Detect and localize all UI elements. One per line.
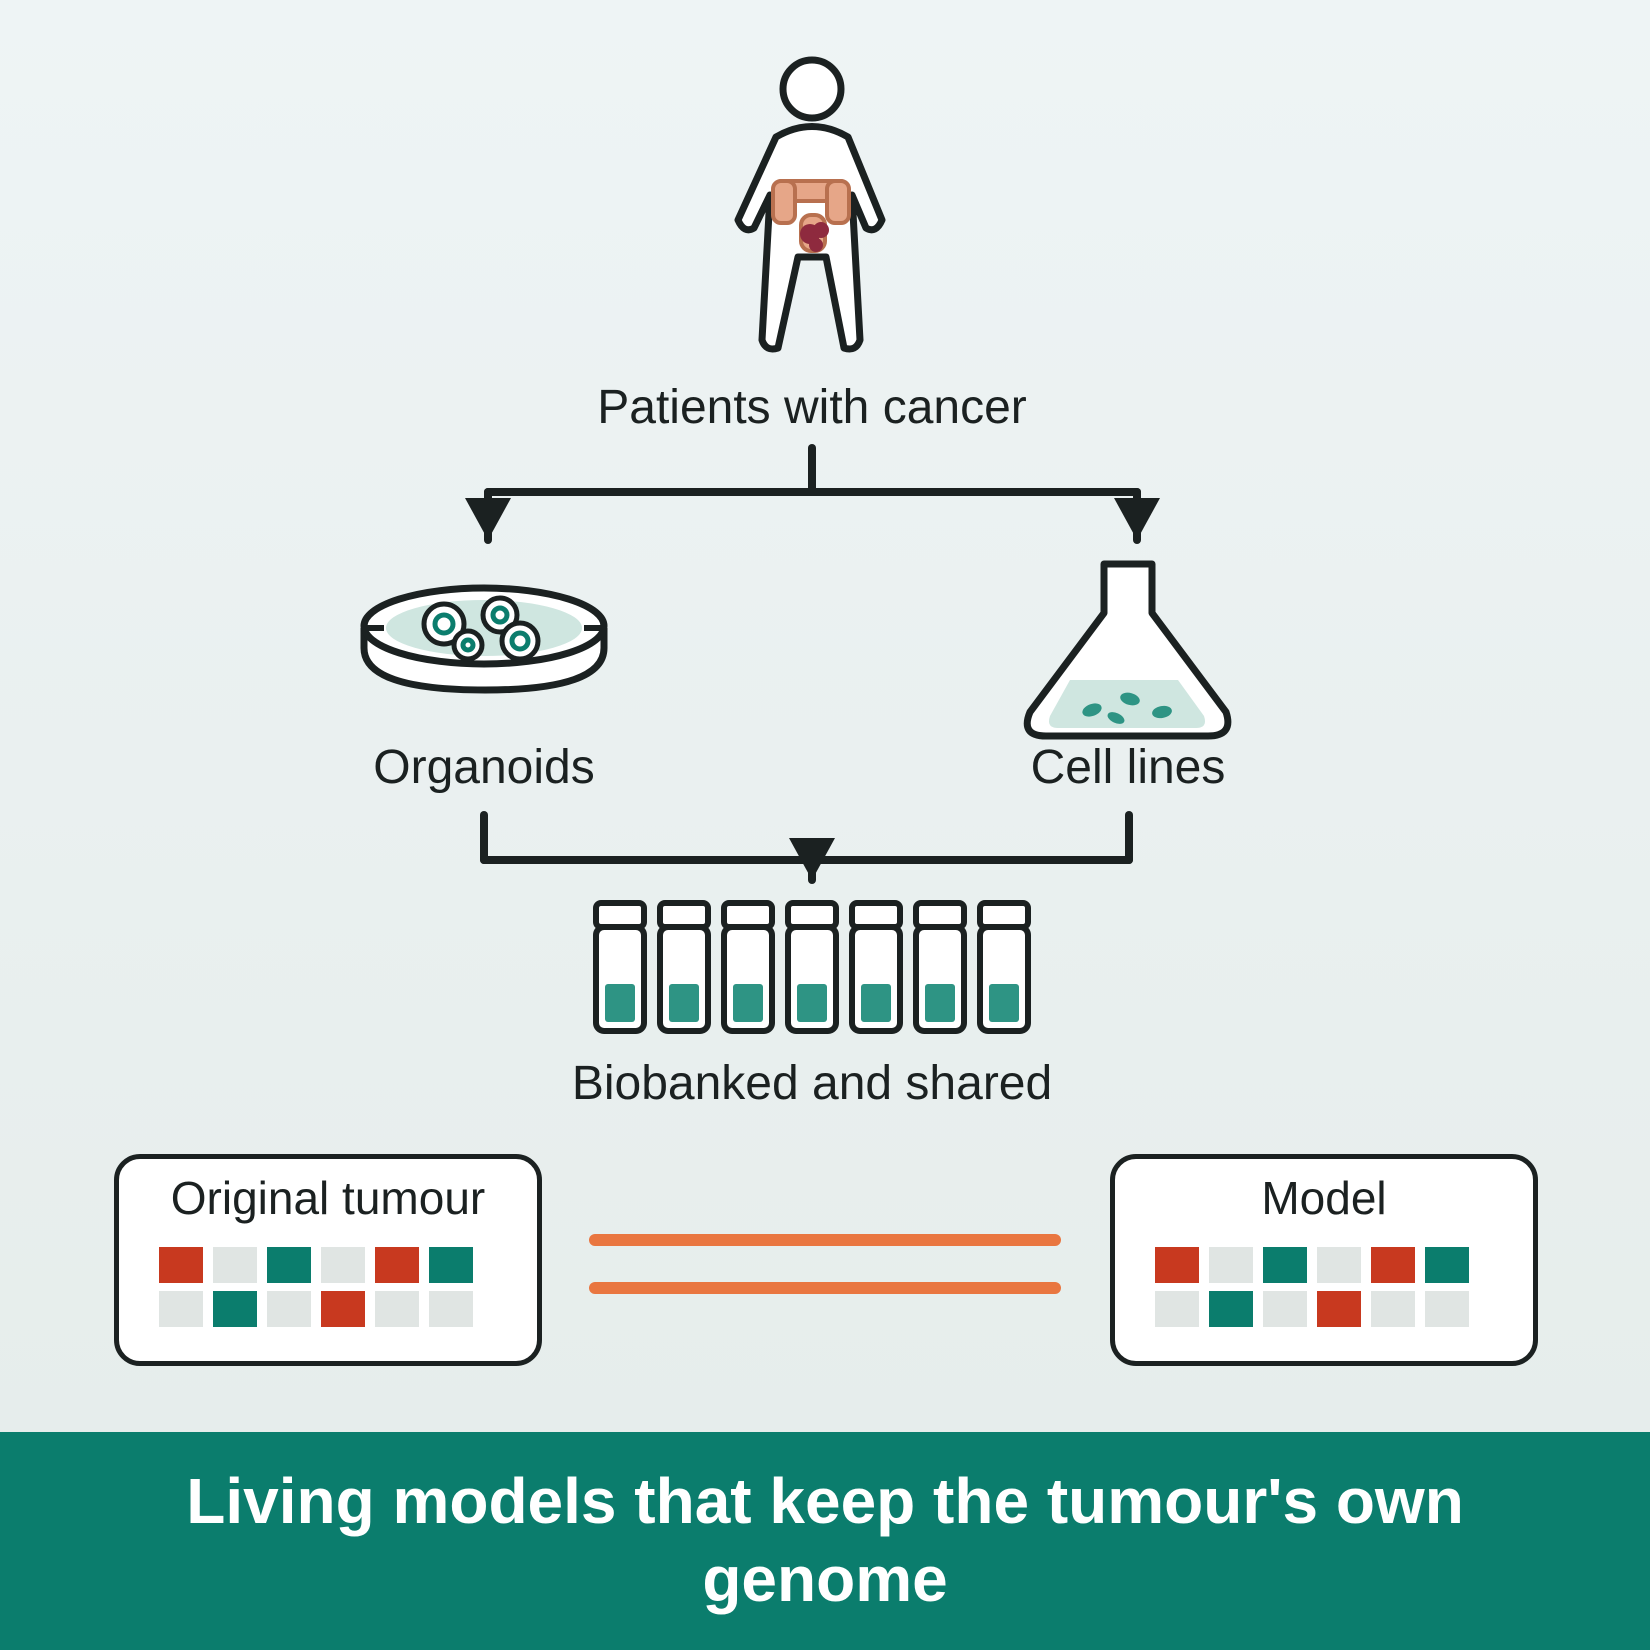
vial (913, 900, 967, 1034)
genome-cell-grey (429, 1291, 473, 1327)
genome-cell-red (321, 1291, 365, 1327)
genome-cell-teal (1209, 1291, 1253, 1327)
model-title: Model (1261, 1172, 1387, 1224)
organoids-label: Organoids (373, 741, 595, 794)
model-card: Model (1110, 1154, 1538, 1366)
genome-cell-grey (1425, 1291, 1469, 1327)
genome-cell-red (375, 1247, 419, 1283)
vial (849, 900, 903, 1034)
arrow-to-cell-lines (1114, 498, 1160, 540)
original-tumour-title: Original tumour (170, 1172, 486, 1224)
genome-cell-grey (213, 1247, 257, 1283)
arrow-to-biobank (789, 838, 835, 880)
genome-cell-grey (267, 1291, 311, 1327)
arrow-to-organoids (465, 498, 511, 540)
banner-text: Living models that keep the tumour's own… (186, 1465, 1464, 1615)
genome-cell-red (159, 1247, 203, 1283)
flask-icon (1023, 560, 1232, 740)
cell-lines-label: Cell lines (1030, 741, 1226, 794)
genome-cell-grey (1209, 1247, 1253, 1283)
genome-cell-grey (1155, 1291, 1199, 1327)
genome-cell-grey (375, 1291, 419, 1327)
vial (977, 900, 1031, 1034)
genome-cell-grey (1317, 1247, 1361, 1283)
genome-cell-teal (213, 1291, 257, 1327)
person-with-tumour-icon (734, 56, 886, 353)
vials-icon (593, 900, 1031, 1034)
genome-cell-grey (159, 1291, 203, 1327)
genome-cell-teal (267, 1247, 311, 1283)
vial (593, 900, 647, 1034)
model-genome-grid (1155, 1247, 1469, 1327)
genome-cell-teal (429, 1247, 473, 1283)
genome-cell-teal (1263, 1247, 1307, 1283)
petri-dish-icon (360, 584, 608, 694)
genome-cell-grey (1371, 1291, 1415, 1327)
vial (785, 900, 839, 1034)
genome-cell-red (1155, 1247, 1199, 1283)
genome-cell-teal (1425, 1247, 1469, 1283)
banner: Living models that keep the tumour's own… (0, 1432, 1650, 1650)
biobank-label: Biobanked and shared (571, 1057, 1053, 1110)
vial (721, 900, 775, 1034)
genome-cell-grey (321, 1247, 365, 1283)
vial (657, 900, 711, 1034)
split-connector (484, 444, 1141, 544)
original-tumour-genome-grid (159, 1247, 473, 1327)
patients-label: Patients with cancer (597, 381, 1027, 434)
genome-cell-grey (1263, 1291, 1307, 1327)
genome-cell-red (1371, 1247, 1415, 1283)
genome-cell-red (1317, 1291, 1361, 1327)
original-tumour-card: Original tumour (114, 1154, 542, 1366)
